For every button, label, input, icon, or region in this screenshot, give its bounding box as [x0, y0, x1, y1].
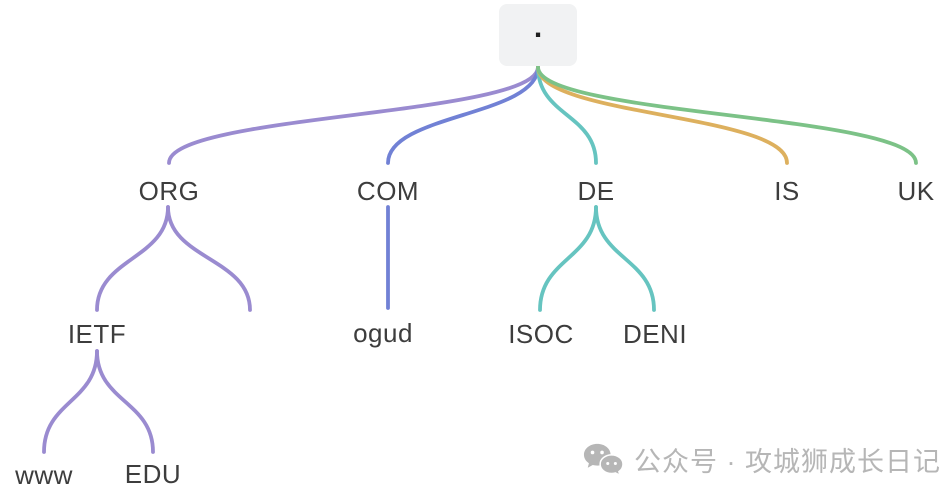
- link-root-org: [167, 65, 540, 165]
- node-label-ietf: IETF: [67, 319, 127, 349]
- node-label-org: ORG: [138, 176, 200, 206]
- watermark-text: 公众号 · 攻城狮成长日记: [634, 446, 941, 477]
- node-label-is: IS: [774, 176, 800, 206]
- link-root-com: [386, 65, 540, 165]
- link-ietf-www: [42, 349, 99, 454]
- node-label-edu: EDU: [124, 459, 182, 489]
- root-node-label: .: [533, 11, 543, 44]
- node-label-com: COM: [356, 176, 420, 206]
- link-de-isoc: [538, 205, 598, 312]
- wechat-icon: [582, 442, 624, 482]
- node-label-www: www: [15, 460, 73, 490]
- link-ietf-edu: [95, 349, 155, 454]
- node-label-uk: UK: [897, 176, 935, 206]
- watermark: 公众号 · 攻城狮成长日记: [582, 442, 941, 482]
- root-node: .: [499, 4, 577, 66]
- node-label-deni: DENI: [622, 319, 688, 349]
- link-root-de: [536, 65, 598, 165]
- node-label-isoc: ISOC: [508, 319, 574, 349]
- link-de-deni: [594, 205, 656, 312]
- link-org-ietf: [95, 205, 170, 312]
- link-root-uk: [536, 65, 918, 165]
- node-label-ogud: ogud: [353, 318, 413, 348]
- node-label-de: DE: [577, 176, 615, 206]
- link-root-is: [536, 65, 789, 165]
- link-org-unlabeled: [166, 205, 252, 312]
